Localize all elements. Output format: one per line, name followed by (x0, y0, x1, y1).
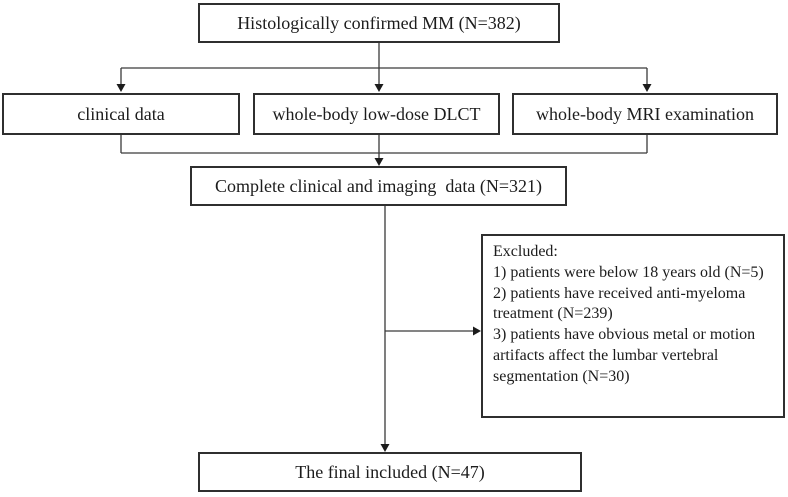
box-final-label: The final included (N=47) (295, 461, 485, 482)
arrowhead-excluded (473, 326, 481, 336)
arrowhead-mri (642, 84, 652, 92)
box-histology-label: Histologically confirmed MM (N=382) (237, 12, 521, 33)
box-clinical-label: clinical data (77, 103, 165, 124)
box-clinical-data: clinical data (2, 93, 240, 135)
box-dlct-label: whole-body low-dose DLCT (272, 103, 481, 124)
excluded-item-3: 3) patients have obvious metal or motion… (493, 326, 756, 385)
excluded-item-1: 1) patients were below 18 years old (N=5… (493, 263, 764, 281)
arrowhead-clinical (116, 84, 126, 92)
box-complete-label: Complete clinical and imaging data (N=32… (214, 175, 543, 196)
box-excluded: Excluded: 1) patients were below 18 year… (481, 234, 785, 418)
arrowhead-dlct (374, 84, 384, 92)
box-histology-confirmed: Histologically confirmed MM (N=382) (198, 3, 560, 43)
excluded-item-2: 2) patients have received anti-myeloma t… (493, 284, 746, 323)
arrowhead-final (380, 444, 390, 452)
box-wholebody-mri: whole-body MRI examination (512, 93, 778, 135)
box-final-included: The final included (N=47) (198, 452, 582, 492)
excluded-title: Excluded: (493, 243, 558, 260)
box-wholebody-dlct: whole-body low-dose DLCT (253, 93, 500, 135)
box-complete-data: Complete clinical and imaging data (N=32… (190, 166, 567, 206)
box-mri-label: whole-body MRI examination (536, 103, 754, 124)
arrowhead-complete (374, 158, 384, 166)
